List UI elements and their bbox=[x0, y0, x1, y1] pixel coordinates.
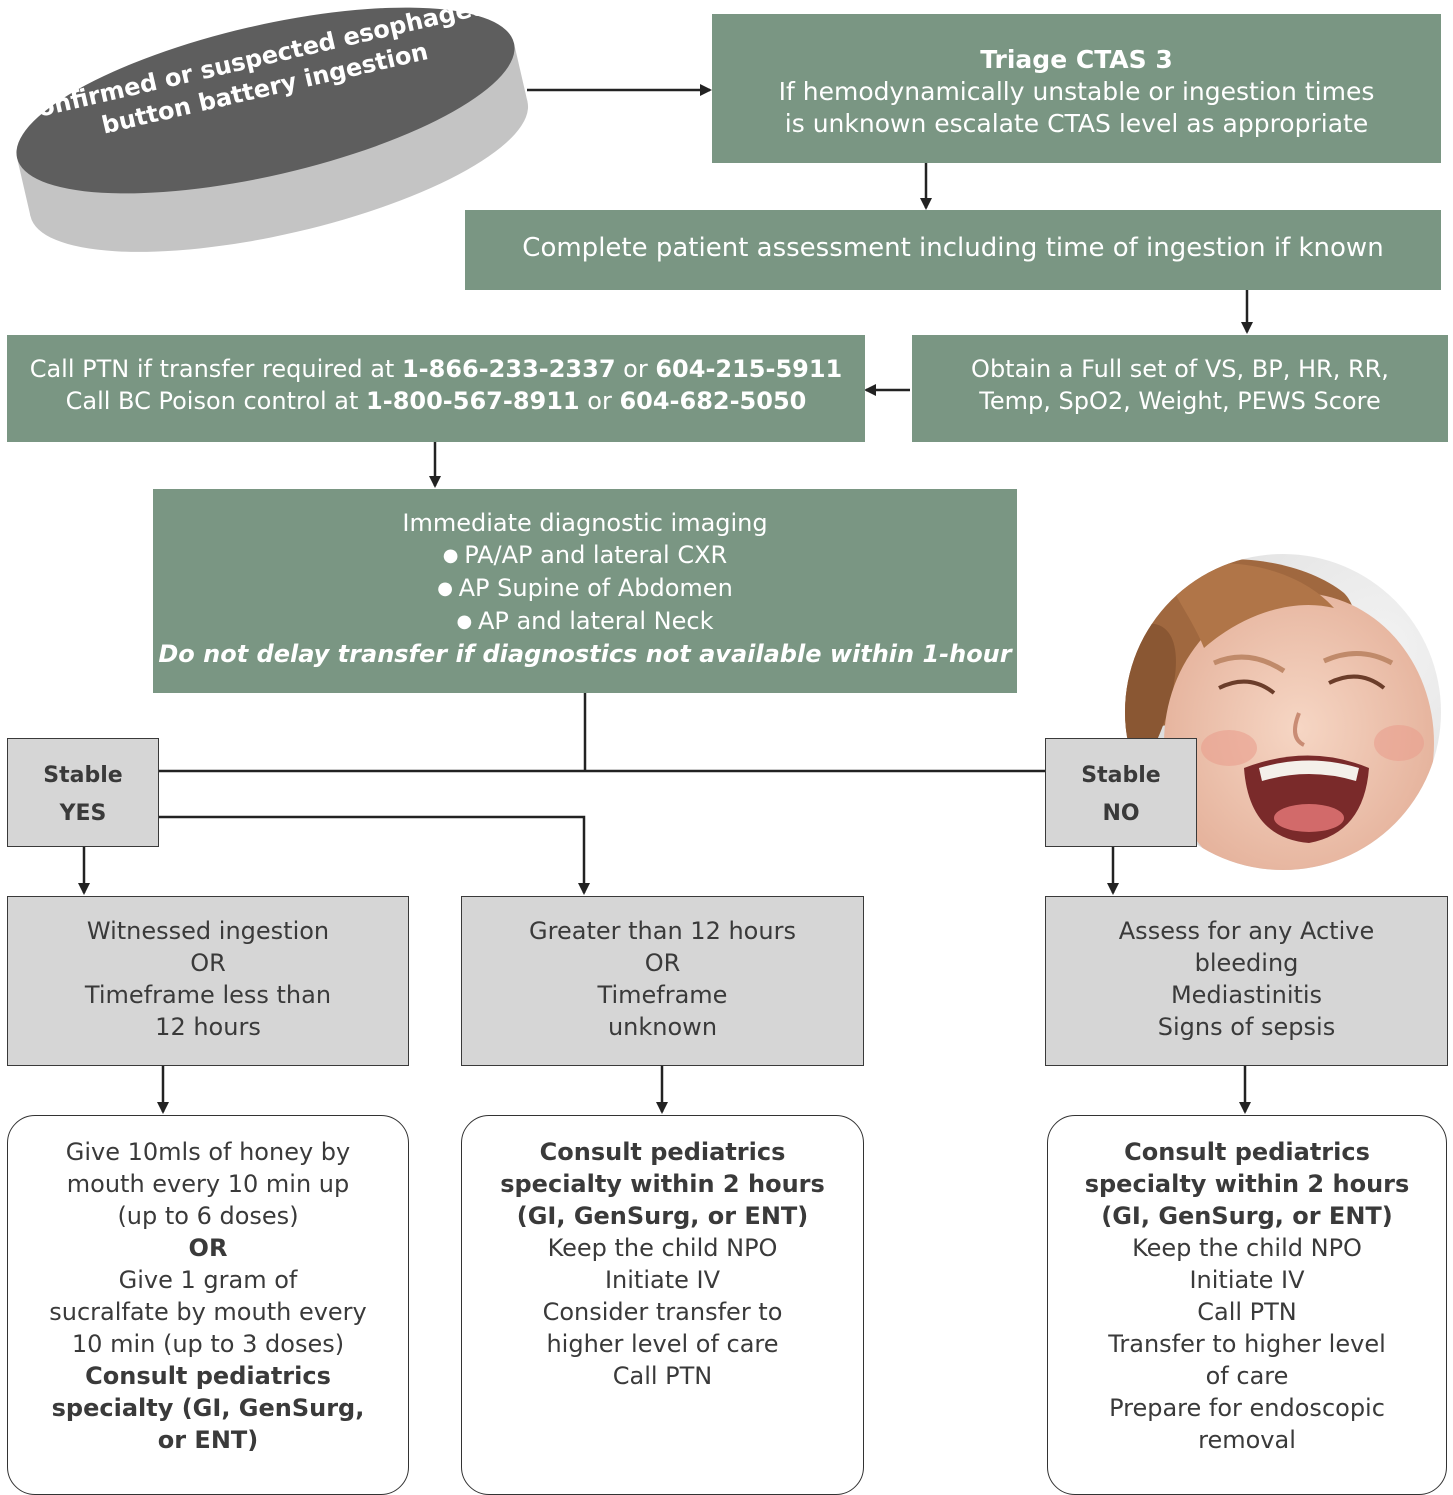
vitals-box: Obtain a Full set of VS, BP, HR, RR, Tem… bbox=[912, 335, 1448, 442]
assess-line: Assess for any Active bbox=[1118, 917, 1375, 945]
consult-right-bold: specialty within 2 hours bbox=[1084, 1170, 1410, 1198]
honey-line: Give 10mls of honey by bbox=[65, 1138, 351, 1166]
assessment-box: Complete patient assessment including ti… bbox=[465, 210, 1441, 290]
honey-line: (up to 6 doses) bbox=[117, 1202, 299, 1230]
consult-mid-line: Initiate IV bbox=[604, 1266, 721, 1294]
vitals-line-1: Obtain a Full set of VS, BP, HR, RR, bbox=[971, 355, 1389, 383]
triage-line-1: If hemodynamically unstable or ingestion… bbox=[778, 77, 1375, 106]
stable-no-line-2: NO bbox=[1102, 801, 1140, 826]
imaging-title: Immediate diagnostic imaging bbox=[402, 509, 768, 537]
ptn-call-line: Call PTN if transfer required at 1-866-2… bbox=[7, 353, 865, 385]
consult-right-line: Prepare for endoscopic bbox=[1109, 1394, 1385, 1422]
consult-mid-box: Consult pediatrics specialty within 2 ho… bbox=[461, 1115, 864, 1495]
consult-mid-bold: (GI, GenSurg, or ENT) bbox=[516, 1202, 809, 1230]
honey-consult-line: or ENT) bbox=[157, 1426, 259, 1454]
stable-no-box: Stable NO bbox=[1045, 738, 1197, 847]
ptn-call-prefix: Call PTN if transfer required at bbox=[29, 355, 402, 383]
witnessed-line: OR bbox=[190, 949, 226, 977]
greater-line: Timeframe bbox=[597, 981, 728, 1009]
stable-yes-line-2: YES bbox=[59, 801, 107, 826]
sucralfate-line: Give 1 gram of bbox=[118, 1266, 298, 1294]
imaging-bullet: PA/AP and lateral CXR bbox=[153, 539, 1017, 572]
triage-title: Triage CTAS 3 bbox=[980, 45, 1173, 74]
ptn-phone-1: 1-866-233-2337 bbox=[401, 355, 616, 383]
honey-sucralfate-box: Give 10mls of honey by mouth every 10 mi… bbox=[7, 1115, 409, 1495]
consult-mid-line: higher level of care bbox=[546, 1330, 779, 1358]
poison-phone-1: 1-800-567-8911 bbox=[366, 387, 580, 415]
consult-right-line: Keep the child NPO bbox=[1132, 1234, 1362, 1262]
poison-call-line: Call BC Poison control at 1-800-567-8911… bbox=[7, 385, 865, 417]
imaging-bullet: AP Supine of Abdomen bbox=[153, 572, 1017, 605]
poison-call-prefix: Call BC Poison control at bbox=[65, 387, 367, 415]
consult-mid-line: Call PTN bbox=[612, 1362, 713, 1390]
consult-right-box: Consult pediatrics specialty within 2 ho… bbox=[1047, 1115, 1447, 1495]
imaging-warning: Do not delay transfer if diagnostics not… bbox=[158, 640, 1012, 668]
consult-mid-bold: Consult pediatrics bbox=[539, 1138, 786, 1166]
assess-active-box: Assess for any Active bleeding Mediastin… bbox=[1045, 896, 1448, 1066]
witnessed-line: Timeframe less than bbox=[84, 981, 332, 1009]
stable-no-line-1: Stable bbox=[1081, 763, 1161, 788]
greater-line: Greater than 12 hours bbox=[529, 917, 796, 945]
ptn-phone-2: 604-215-5911 bbox=[655, 355, 843, 383]
greater-line: OR bbox=[644, 949, 681, 977]
sucralfate-line: sucralfate by mouth every bbox=[49, 1298, 367, 1326]
honey-or: OR bbox=[188, 1234, 228, 1262]
calls-box: Call PTN if transfer required at 1-866-2… bbox=[7, 335, 865, 442]
triage-box: Triage CTAS 3 If hemodynamically unstabl… bbox=[712, 14, 1441, 163]
consult-mid-bold: specialty within 2 hours bbox=[500, 1170, 825, 1198]
button-battery-disk-icon bbox=[16, 7, 529, 252]
honey-consult-line: Consult pediatrics bbox=[85, 1362, 331, 1390]
consult-mid-line: Consider transfer to bbox=[542, 1298, 783, 1326]
greater-line: unknown bbox=[607, 1013, 718, 1041]
witnessed-box: Witnessed ingestion OR Timeframe less th… bbox=[7, 896, 409, 1066]
assess-line: bleeding bbox=[1194, 949, 1299, 977]
witnessed-line: Witnessed ingestion bbox=[86, 917, 330, 945]
witnessed-line: 12 hours bbox=[155, 1013, 261, 1041]
greater-than-12-box: Greater than 12 hours OR Timeframe unkno… bbox=[461, 896, 864, 1066]
imaging-bullet: AP and lateral Neck bbox=[153, 605, 1017, 638]
honey-line: mouth every 10 min up bbox=[66, 1170, 350, 1198]
consult-right-line: removal bbox=[1198, 1426, 1296, 1454]
consult-right-line: Call PTN bbox=[1197, 1298, 1297, 1326]
arrow-stable-yes-to-greater bbox=[159, 815, 590, 895]
vitals-line-2: Temp, SpO2, Weight, PEWS Score bbox=[979, 387, 1381, 415]
stable-yes-box: Stable YES bbox=[7, 738, 159, 847]
honey-consult-line: specialty (GI, GenSurg, bbox=[51, 1394, 365, 1422]
poison-call-or: or bbox=[579, 387, 620, 415]
consult-right-line: Transfer to higher level bbox=[1108, 1330, 1386, 1358]
consult-right-line: of care bbox=[1205, 1362, 1289, 1390]
consult-right-bold: (GI, GenSurg, or ENT) bbox=[1101, 1202, 1393, 1230]
stable-yes-line-1: Stable bbox=[43, 763, 123, 788]
consult-right-bold: Consult pediatrics bbox=[1124, 1138, 1370, 1166]
ptn-call-or: or bbox=[615, 355, 656, 383]
consult-right-line: Initiate IV bbox=[1189, 1266, 1305, 1294]
triage-line-2: is unknown escalate CTAS level as approp… bbox=[784, 109, 1369, 138]
assessment-text: Complete patient assessment including ti… bbox=[522, 233, 1384, 263]
imaging-box: Immediate diagnostic imaging PA/AP and l… bbox=[153, 489, 1017, 693]
assess-line: Mediastinitis bbox=[1170, 981, 1323, 1009]
consult-mid-line: Keep the child NPO bbox=[547, 1234, 778, 1262]
sucralfate-line: 10 min (up to 3 doses) bbox=[71, 1330, 345, 1358]
assess-line: Signs of sepsis bbox=[1157, 1013, 1336, 1041]
poison-phone-2: 604-682-5050 bbox=[619, 387, 807, 415]
